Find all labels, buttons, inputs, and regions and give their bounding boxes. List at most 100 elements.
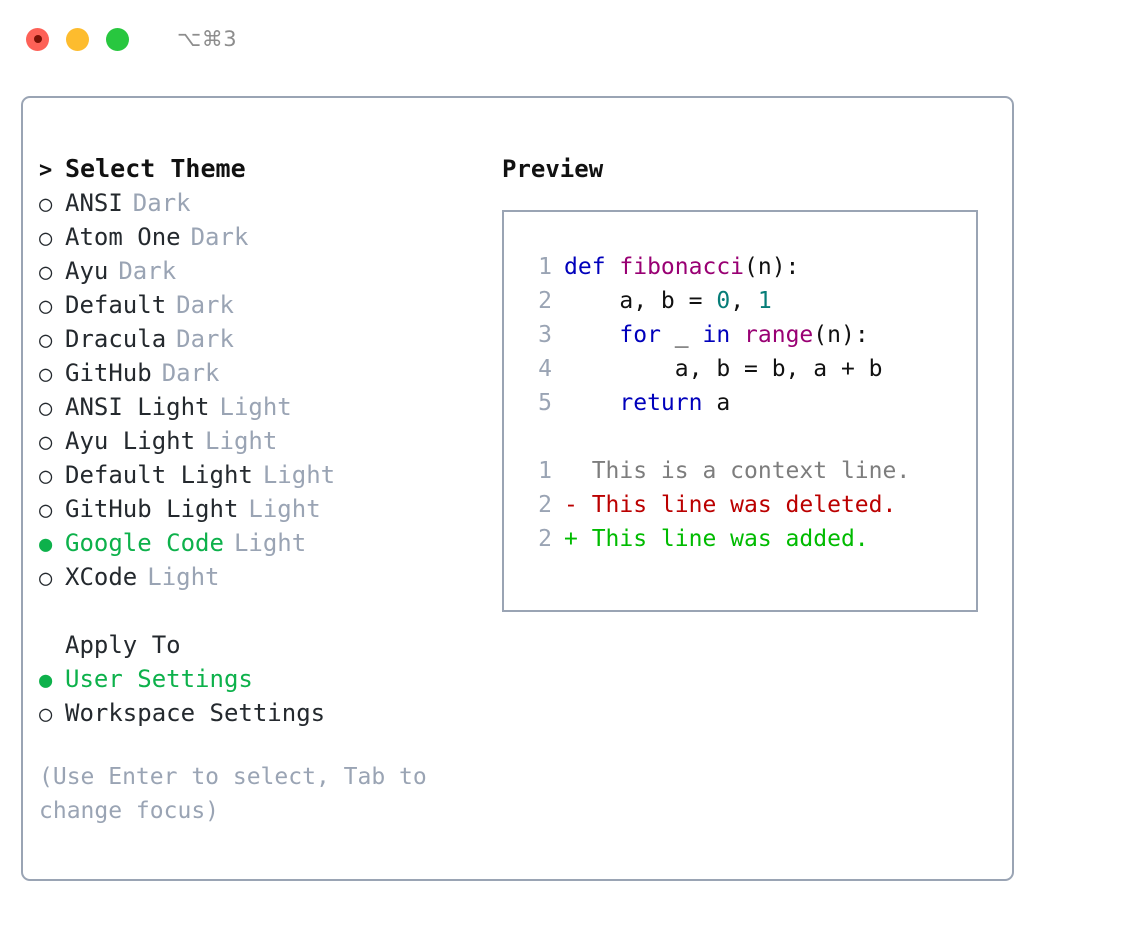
code-line-text: def fibonacci(n): — [564, 250, 799, 284]
code-token-pl: _ — [660, 322, 703, 348]
radio-unselected-icon: ○ — [39, 396, 53, 421]
code-line: 5 return a — [522, 386, 976, 420]
code-line-text: a, b = b, a + b — [564, 352, 883, 386]
radio-unselected-icon: ○ — [39, 464, 53, 489]
code-token-pl: a, b = — [564, 288, 717, 314]
close-button[interactable] — [26, 27, 49, 51]
radio-unselected-icon: ○ — [39, 566, 53, 591]
apply-to-title: Apply To — [65, 631, 181, 659]
theme-option-variant-tag: Dark — [176, 291, 234, 319]
diff-line: 2 + This line was added. — [522, 522, 976, 556]
code-token-kw: in — [702, 322, 731, 348]
code-token-pl — [564, 390, 619, 416]
title-bar: ⌥⌘3 — [0, 0, 1140, 78]
theme-option-variant-tag: Dark — [132, 189, 191, 217]
code-token-pl: a — [702, 390, 731, 416]
minimize-button[interactable] — [66, 27, 89, 51]
apply-to-option-label: Workspace Settings — [65, 699, 326, 727]
theme-option-label: Default — [65, 291, 167, 319]
code-line: 2 a, b = 0, 1 — [522, 284, 976, 318]
code-token-kw: for — [619, 322, 661, 348]
theme-option-label: Dracula — [65, 325, 167, 353]
code-line: 1 def fibonacci(n): — [522, 250, 976, 284]
diff-line-text-del: - This line was deleted. — [564, 492, 897, 518]
keyboard-shortcut-label: ⌥⌘3 — [177, 27, 238, 51]
code-line: 3 for _ in range(n): — [522, 318, 976, 352]
diff-line-number: 2 — [538, 526, 552, 552]
code-line-text: for _ in range(n): — [564, 318, 869, 352]
radio-unselected-icon: ○ — [39, 498, 53, 523]
caret-icon: > — [39, 158, 53, 183]
theme-option-xcode[interactable]: ○ XCode Light — [39, 560, 489, 594]
theme-option-variant-tag: Light — [233, 529, 307, 557]
theme-option-label: Google Code — [65, 529, 224, 557]
theme-option-variant-tag: Light — [262, 461, 336, 489]
maximize-button[interactable] — [106, 27, 129, 51]
theme-option-label: Default Light — [65, 461, 253, 489]
code-token-fn: fibonacci — [619, 254, 745, 280]
radio-unselected-icon: ○ — [39, 328, 53, 353]
theme-option-variant-tag: Light — [147, 563, 220, 591]
theme-option-default-light[interactable]: ○ Default Light Light — [39, 458, 489, 492]
theme-option-variant-tag: Light — [248, 495, 321, 523]
list-spacer — [39, 594, 489, 628]
theme-option-google-code[interactable]: ● Google Code Light — [39, 526, 489, 560]
code-token-pl: a, b = b, a + b — [564, 356, 883, 382]
theme-option-variant-tag: Dark — [176, 325, 234, 353]
radio-unselected-icon: ○ — [39, 192, 53, 217]
select-theme-title: Select Theme — [65, 154, 246, 183]
theme-option-label: ANSI — [65, 189, 123, 217]
theme-option-variant-tag: Dark — [161, 359, 220, 387]
theme-option-label: XCode — [65, 563, 138, 591]
code-token-kw: def — [564, 254, 620, 280]
code-diff-gap — [522, 420, 976, 454]
line-number: 2 — [538, 288, 552, 314]
apply-to-list: ● User Settings ○Workspace Settings — [39, 662, 489, 730]
theme-option-variant-tag: Light — [219, 393, 292, 421]
radio-selected-icon: ● — [39, 532, 53, 557]
theme-option-dracula[interactable]: ○ Dracula Dark — [39, 322, 489, 356]
code-token-pl: (n): — [744, 254, 800, 280]
theme-option-ansi-light[interactable]: ○ ANSI Light Light — [39, 390, 489, 424]
theme-option-github[interactable]: ○ GitHub Dark — [39, 356, 489, 390]
code-line: 4 a, b = b, a + b — [522, 352, 976, 386]
theme-option-label: Atom One — [65, 223, 181, 251]
theme-option-label: GitHub — [65, 359, 152, 387]
code-token-pl — [564, 322, 619, 348]
code-token-pl: (n): — [813, 322, 869, 348]
code-line-text: return a — [564, 386, 730, 420]
theme-option-variant-tag: Dark — [118, 257, 177, 285]
radio-unselected-icon: ○ — [39, 430, 53, 455]
theme-option-label: ANSI Light — [65, 393, 210, 421]
theme-option-label: Ayu Light — [65, 427, 196, 455]
line-number: 5 — [538, 390, 552, 416]
apply-to-option-user-settings[interactable]: ● User Settings — [39, 662, 489, 696]
code-token-num: 0 — [716, 288, 731, 314]
code-line-text: a, b = 0, 1 — [564, 284, 771, 318]
line-number: 1 — [538, 254, 552, 280]
theme-option-variant-tag: Dark — [190, 223, 249, 251]
radio-selected-icon: ● — [39, 668, 53, 693]
diff-line-text-add: + This line was added. — [564, 526, 869, 552]
diff-line-number: 2 — [538, 492, 552, 518]
code-token-fn: range — [744, 322, 814, 348]
radio-unselected-icon: ○ — [39, 260, 53, 285]
radio-unselected-icon: ○ — [39, 362, 53, 387]
code-token-kw: return — [619, 390, 703, 416]
diff-sample: 1 This is a context line.2- This line wa… — [522, 454, 976, 556]
apply-to-option-label: User Settings — [65, 665, 253, 693]
diff-line-text-ctx: This is a context line. — [564, 458, 911, 484]
apply-to-option-workspace-settings[interactable]: ○Workspace Settings — [39, 696, 489, 730]
theme-option-ansi[interactable]: ○ ANSI Dark — [39, 186, 489, 220]
